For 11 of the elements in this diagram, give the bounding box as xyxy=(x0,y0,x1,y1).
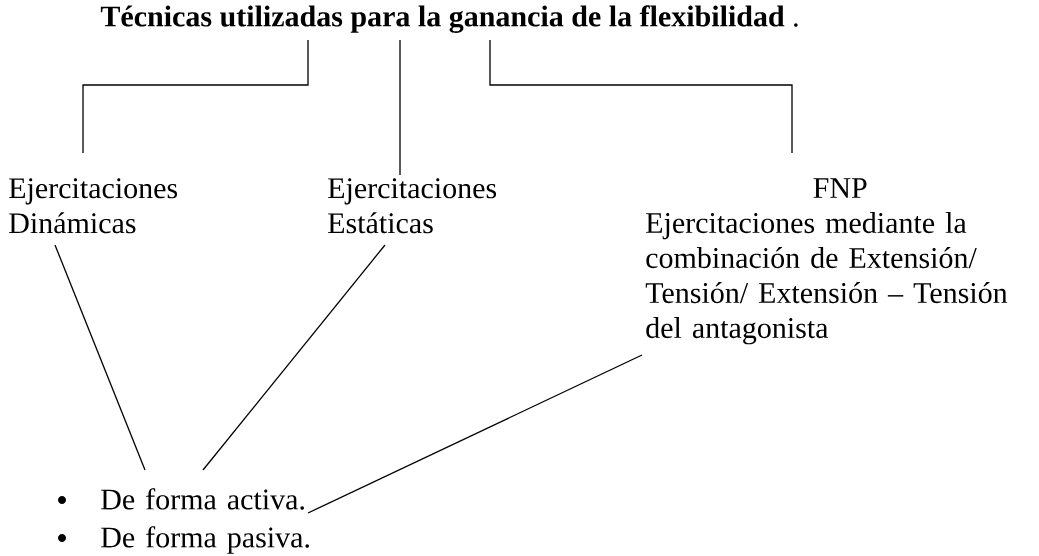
connector-line xyxy=(489,39,793,154)
connector-line xyxy=(82,39,309,154)
connector-line xyxy=(54,244,146,471)
connector-line xyxy=(307,354,643,514)
bullet-list: De forma activa. De forma pasiva. xyxy=(101,488,309,554)
connector-line xyxy=(202,244,386,471)
category-label: Ejercitaciones Estáticas xyxy=(328,178,497,234)
category-label: FNP Ejercitaciones mediante la combinación de Extensión/ Tensión/ Extensión – Tensión del antagonista xyxy=(645,178,1008,345)
heading: Técnicas utilizadas para la ganancia de la flexibilidad . xyxy=(100,5,798,33)
category-label: Ejercitaciones Dinámicas xyxy=(9,178,178,234)
connector-line xyxy=(399,39,401,176)
